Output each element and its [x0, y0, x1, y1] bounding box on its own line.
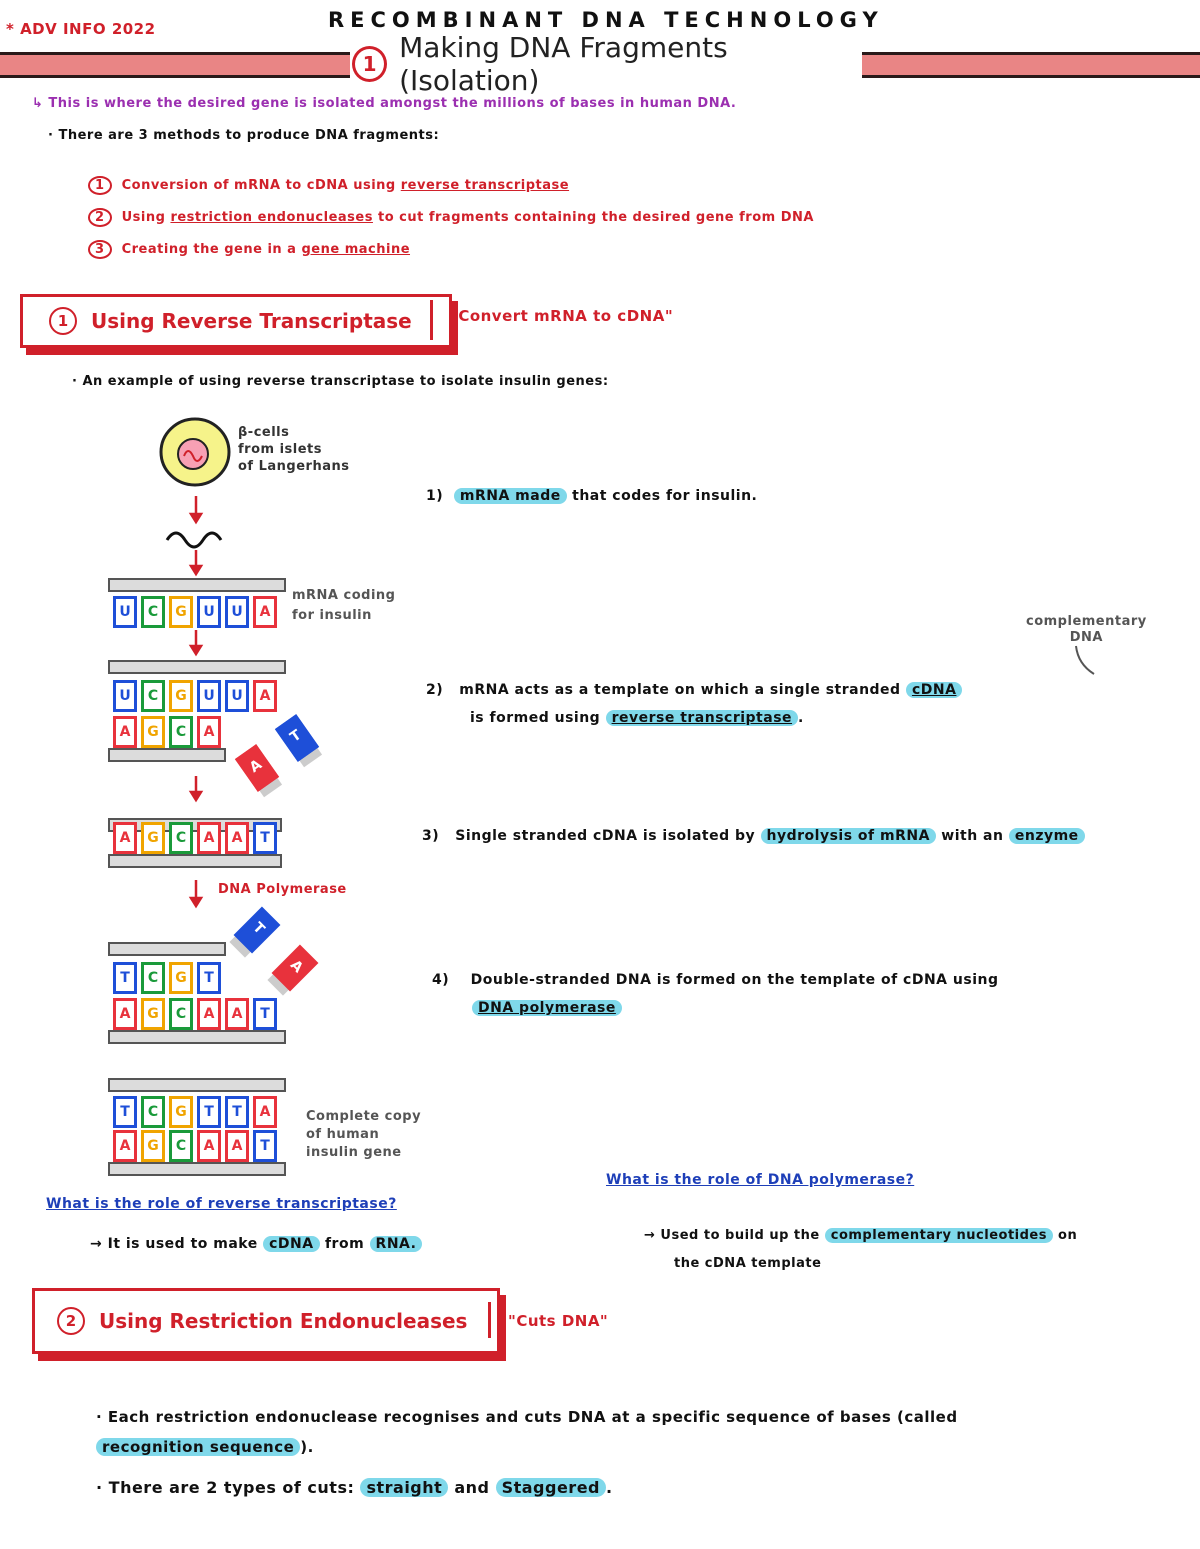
- nucleotide-base: A: [113, 1130, 137, 1162]
- free-nucleotide: A: [234, 744, 280, 792]
- nucleotide-base: T: [253, 1130, 277, 1162]
- backbone-rail: [108, 578, 286, 592]
- step-1: 1) mRNA made that codes for insulin.: [426, 488, 758, 504]
- backbone-rail: [108, 1162, 286, 1176]
- nucleotide-base: T: [113, 962, 137, 994]
- nucleotide-base: A: [225, 822, 249, 854]
- methods-list: 1 Conversion of mRNA to cDNA using rever…: [88, 170, 814, 266]
- section1-title: Using Reverse Transcriptase: [91, 309, 412, 333]
- nucleotide-base: T: [197, 962, 221, 994]
- answer-reverse-transcriptase: → It is used to make cDNA from RNA.: [90, 1236, 423, 1252]
- free-nucleotide: T: [233, 906, 281, 954]
- nucleotide-base: A: [197, 998, 221, 1030]
- answer-dna-polymerase: → Used to build up the complementary nuc…: [644, 1228, 1078, 1271]
- section2-title: Using Restriction Endonucleases: [99, 1309, 468, 1333]
- step-3: 3) Single stranded cDNA is isolated by h…: [422, 822, 1152, 850]
- title-bar-right: [862, 52, 1200, 78]
- nucleotide-base: A: [225, 998, 249, 1030]
- section1-number: 1: [49, 307, 77, 335]
- nucleotide-base: G: [169, 680, 193, 712]
- intro-note: ↳ This is where the desired gene is isol…: [32, 96, 737, 111]
- copy-label: Complete copy of human insulin gene: [306, 1109, 422, 1160]
- question-reverse-transcriptase: What is the role of reverse transcriptas…: [46, 1196, 397, 1212]
- nucleotide-base: C: [169, 822, 193, 854]
- free-nucleotide: A: [271, 944, 319, 992]
- section1-box: 1 Using Reverse Transcriptase: [20, 294, 452, 348]
- bracket: [488, 1302, 503, 1338]
- backbone-rail: [108, 1078, 286, 1092]
- section2-box: 2 Using Restriction Endonucleases: [32, 1288, 500, 1354]
- nucleotide-base: T: [113, 1096, 137, 1128]
- section2-number: 2: [57, 1307, 85, 1335]
- section2-aside: "Cuts DNA": [508, 1312, 609, 1330]
- nucleotide-base: C: [141, 680, 165, 712]
- polymerase-label: DNA Polymerase: [218, 882, 347, 897]
- section-number-badge: 1: [352, 46, 388, 82]
- section-title: Making DNA Fragments (Isolation): [399, 31, 728, 97]
- backbone-rail: [108, 854, 282, 868]
- method-item: 2 Using restriction endonucleases to cut…: [88, 202, 814, 234]
- nucleotide-base: U: [225, 680, 249, 712]
- question-dna-polymerase: What is the role of DNA polymerase?: [606, 1172, 915, 1188]
- nucleotide-base: A: [197, 1130, 221, 1162]
- nucleotide-base: C: [169, 998, 193, 1030]
- bracket: [430, 300, 445, 340]
- section2-paragraph-2: · There are 2 types of cuts: straight an…: [96, 1478, 613, 1497]
- section1-aside: "Convert mRNA to cDNA": [450, 307, 674, 325]
- page-topic: RECOMBINANT DNA TECHNOLOGY: [328, 8, 884, 32]
- backbone-rail: [108, 1030, 286, 1044]
- step-4: 4) Double-stranded DNA is formed on the …: [432, 972, 999, 1016]
- mrna-wave-icon: [165, 531, 223, 549]
- backbone-rail: [108, 748, 226, 762]
- nucleotide-base: U: [225, 596, 249, 628]
- flow-arrows: [188, 496, 204, 909]
- mrna-label: mRNA coding for insulin: [292, 588, 396, 623]
- nucleotide-base: U: [113, 680, 137, 712]
- nucleotide-base: G: [169, 1096, 193, 1128]
- nucleotide-base: T: [253, 998, 277, 1030]
- backbone-rail: [108, 660, 286, 674]
- nucleotide-base: A: [197, 716, 221, 748]
- nucleotide-base: C: [141, 962, 165, 994]
- course-tag: * ADV INFO 2022: [6, 20, 156, 38]
- nucleotide-base: G: [141, 822, 165, 854]
- nucleotide-base: C: [169, 1130, 193, 1162]
- nucleotide-base: A: [253, 596, 277, 628]
- nucleotide-base: G: [169, 962, 193, 994]
- section2-paragraph-1: · Each restriction endonuclease recognis…: [96, 1408, 958, 1456]
- nucleotide-base: G: [141, 1130, 165, 1162]
- section1-example: · An example of using reverse transcript…: [72, 374, 609, 389]
- nucleotide-base: T: [253, 822, 277, 854]
- nucleotide-base: T: [225, 1096, 249, 1128]
- method-item: 3 Creating the gene in a gene machine: [88, 234, 814, 266]
- intro-methods-heading: · There are 3 methods to produce DNA fra…: [48, 128, 440, 143]
- nucleotide-base: U: [113, 596, 137, 628]
- backbone-rail: [108, 942, 226, 956]
- cell-label: β-cells from islets of Langerhans: [238, 425, 350, 474]
- title-bar-left: [0, 52, 350, 78]
- nucleotide-base: A: [197, 822, 221, 854]
- nucleotide-base: U: [197, 680, 221, 712]
- nucleotide-base: A: [113, 998, 137, 1030]
- nucleotide-base: G: [169, 596, 193, 628]
- nucleotide-base: T: [197, 1096, 221, 1128]
- nucleotide-base: U: [197, 596, 221, 628]
- nucleotide-base: C: [141, 1096, 165, 1128]
- method-item: 1 Conversion of mRNA to cDNA using rever…: [88, 170, 814, 202]
- nucleotide-base: A: [225, 1130, 249, 1162]
- nucleotide-base: A: [113, 822, 137, 854]
- step-2: 2) mRNA acts as a template on which a si…: [426, 676, 1146, 732]
- nucleotide-base: A: [253, 680, 277, 712]
- complementary-label: complementary DNA: [1026, 614, 1147, 645]
- beta-cell-icon: [159, 417, 231, 487]
- nucleotide-base: G: [141, 716, 165, 748]
- nucleotide-base: G: [141, 998, 165, 1030]
- nucleotide-base: A: [113, 716, 137, 748]
- nucleotide-base: C: [141, 596, 165, 628]
- free-nucleotide: T: [274, 714, 320, 762]
- nucleotide-base: C: [169, 716, 193, 748]
- pointer-arrow: [1075, 645, 1095, 675]
- section-heading: 1 Making DNA Fragments (Isolation): [352, 31, 862, 97]
- nucleotide-base: A: [253, 1096, 277, 1128]
